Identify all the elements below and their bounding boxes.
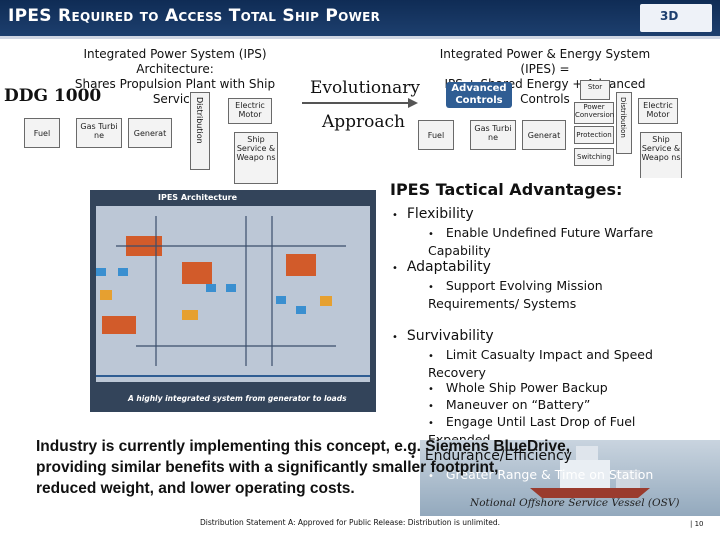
tactical-item-survivability: • Survivability [392,328,494,344]
architecture-diagram-area [96,206,370,382]
industry-summary-text: Industry is currently implementing this … [36,438,571,497]
ips-caption: Integrated Power System (IPS) Architectu… [60,47,290,107]
survivability-sub-1: • Limit Casualty Impact and Speed Recove… [428,347,653,380]
ips-fuel-box: Fuel [24,118,60,148]
flexibility-sub-1: • Enable Undefined Future Warfare Capabi… [428,225,654,258]
ips-caption-line1: Integrated Power System (IPS) [83,47,267,61]
architecture-image-caption: A highly integrated system from generato… [128,394,347,403]
ips-distribution-box: Distribution [190,92,210,170]
ipes-switching-label: Switching [577,153,611,161]
endurance-label: Endurance/Efficiency [424,448,572,464]
ips-ship-service-box: Ship Service & Weapo ns [234,132,278,184]
ips-distribution-label: Distribution [195,97,204,144]
ddg-label: DDG 1000 [4,86,102,106]
tactical-item-flexibility: • Flexibility [392,206,474,222]
tactical-title: IPES Tactical Advantages: [390,180,623,199]
ipes-gas-turbine-box: Gas Turbi ne [470,120,516,150]
survivability-sub-3-text: Maneuver on “Battery” [445,397,591,412]
ipes-electric-motor-box: Electric Motor [638,98,678,124]
ips-generator-label: Generat [133,129,167,138]
ipes-distribution-box: Distribution [616,92,632,154]
adaptability-sub-1-text: Support Evolving Mission Requirements/ S… [428,278,603,311]
evolutionary-label: Evolutionary [310,78,420,98]
architecture-wiring-icon [96,216,370,377]
tactical-panel [378,178,720,440]
endurance-sub-1-text: Greater Range & Time on Station [445,467,654,482]
ips-gas-turbine-label: Gas Turbi ne [80,122,118,140]
ipes-ship-service-box: Ship Service & Weapo ns [640,132,682,184]
ipes-caption-line1: Integrated Power & Energy System [439,47,651,61]
ipes-switching-box: Switching [574,148,614,166]
flexibility-sub-1-text: Enable Undefined Future Warfare Capabili… [428,225,654,258]
ipes-generator-box: Generat [522,120,566,150]
approach-label: Approach [322,112,406,132]
ipes-distribution-label: Distribution [619,97,627,138]
ipes-caption-line2: (IPES) = [520,62,570,76]
organization-logo [640,4,712,32]
survivability-label: Survivability [406,328,494,344]
architecture-image-title: IPES Architecture [158,193,238,202]
ipes-fuel-box: Fuel [418,120,454,150]
tactical-item-endurance: • Endurance/Efficiency [410,448,572,464]
slide-title: IPES Required to Access Total Ship Power [8,6,381,26]
flexibility-label: Flexibility [406,206,474,222]
ips-caption-line3: Shares Propulsion Plant with Ship [74,77,276,91]
survivability-sub-2: • Whole Ship Power Backup [428,380,608,395]
endurance-sub-1: • Greater Range & Time on Station [428,467,654,482]
survivability-sub-3: • Maneuver on “Battery” [428,397,591,412]
ipes-generator-label: Generat [527,131,561,140]
osv-caption: Notional Offshore Service Vessel (OSV) [470,497,680,509]
ipes-storage-label: Stor [587,83,603,91]
ipes-protection-box: Protection [574,126,614,144]
ips-fuel-label: Fuel [33,129,51,138]
ips-ship-service-label: Ship Service & Weapo ns [236,135,276,162]
survivability-sub-1-text: Limit Casualty Impact and Speed Recovery [428,347,653,380]
advanced-controls-box: Advanced Controls [446,82,512,108]
logo-text: 3D [660,9,679,23]
ipes-ship-service-label: Ship Service & Weapo ns [641,135,681,162]
ips-caption-line4: Service [152,92,198,106]
ipes-power-conversion-box: Power Conversion [574,102,614,124]
header-divider [0,36,720,39]
adaptability-sub-1: • Support Evolving Mission Requirements/… [428,278,603,311]
ipes-fuel-label: Fuel [427,131,445,140]
tactical-item-adaptability: • Adaptability [392,259,491,275]
ipes-electric-motor-label: Electric Motor [643,101,673,119]
ips-electric-motor-label: Electric Motor [235,101,265,119]
ips-gas-turbine-box: Gas Turbi ne [76,118,122,148]
advanced-controls-label: Advanced Controls [451,83,507,106]
ipes-storage-box: Stor [580,80,610,100]
header-bar [0,0,720,36]
ipes-caption-line4: Controls [520,92,570,106]
ips-generator-box: Generat [128,118,172,148]
ips-caption-line2: Architecture: [136,62,214,76]
evolution-arrow-icon [302,98,418,108]
ipes-power-conversion-label: Power Conversion [575,103,615,119]
distribution-statement: Distribution Statement A: Approved for P… [200,518,501,527]
page-number: | 10 [690,520,704,528]
adaptability-label: Adaptability [406,259,491,275]
vessel-icon [530,446,650,498]
survivability-sub-2-text: Whole Ship Power Backup [445,380,608,395]
ipes-protection-label: Protection [576,131,612,139]
ips-electric-motor-box: Electric Motor [228,98,272,124]
ipes-gas-turbine-label: Gas Turbi ne [474,124,512,142]
